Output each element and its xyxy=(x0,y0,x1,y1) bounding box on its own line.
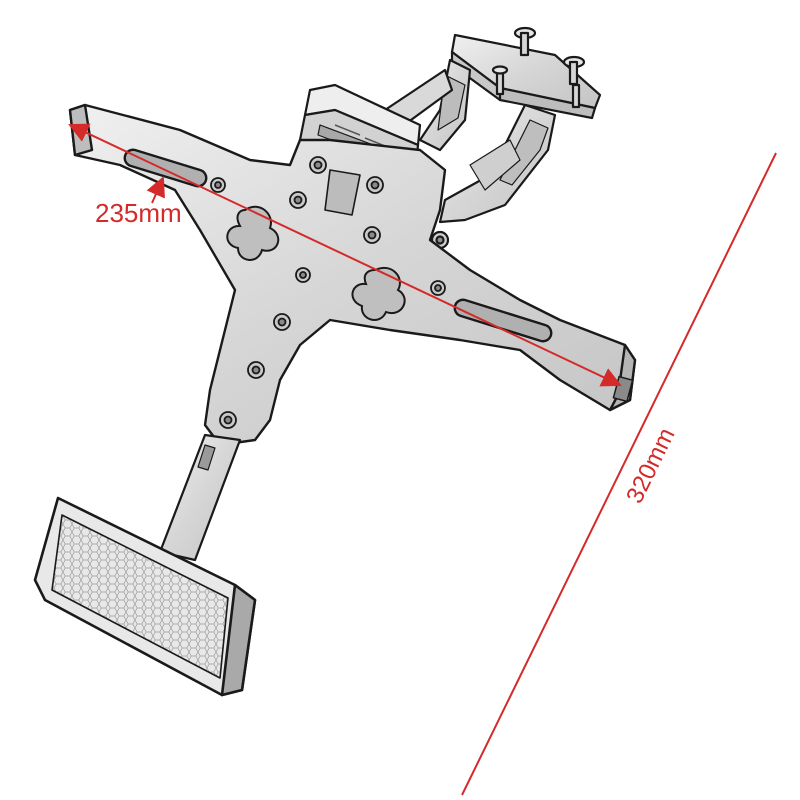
mount-bolt-left xyxy=(491,26,537,96)
mount-bolt-right xyxy=(562,55,586,109)
main-plate xyxy=(68,103,637,447)
width-dimension: 235mm xyxy=(68,123,622,387)
length-dimension: 320mm xyxy=(461,152,777,796)
length-dimension-label: 320mm xyxy=(621,424,680,508)
width-dimension-line xyxy=(68,123,622,387)
width-label-pointer xyxy=(146,176,165,204)
length-dimension-line xyxy=(461,152,777,796)
reflector-icon xyxy=(33,496,257,697)
reflector-stem xyxy=(158,433,242,562)
width-dimension-label: 235mm xyxy=(95,198,182,228)
